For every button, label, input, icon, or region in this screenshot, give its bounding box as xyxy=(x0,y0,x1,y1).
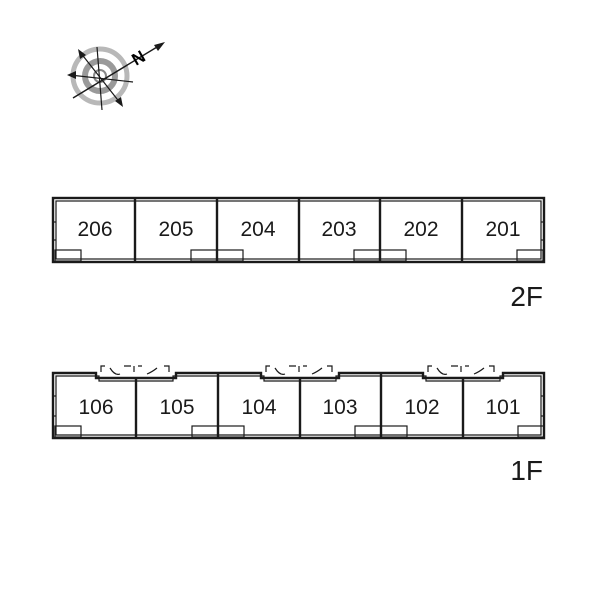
door-swing-icon xyxy=(100,365,495,375)
floor-label-1f: 1F xyxy=(510,455,543,486)
unit-label: 102 xyxy=(404,396,439,419)
unit-label: 205 xyxy=(158,218,193,241)
unit-label: 106 xyxy=(78,396,113,419)
unit-label: 203 xyxy=(321,218,356,241)
unit-label: 101 xyxy=(485,396,520,419)
unit-label: 104 xyxy=(241,396,276,419)
compass-north-label: N xyxy=(129,47,149,70)
floor-1f-plan xyxy=(51,371,546,440)
compass-icon: N xyxy=(67,42,165,111)
unit-label: 204 xyxy=(240,218,275,241)
unit-label: 105 xyxy=(159,396,194,419)
floor-2f-unit-labels: 206 205 204 203 202 201 xyxy=(77,218,520,241)
floor-1f-unit-labels: 106 105 104 103 102 101 xyxy=(78,396,520,419)
floor-2f-plan xyxy=(51,196,546,264)
unit-label: 206 xyxy=(77,218,112,241)
unit-label: 103 xyxy=(322,396,357,419)
floor-label-2f: 2F xyxy=(510,281,543,312)
unit-label: 201 xyxy=(485,218,520,241)
unit-label: 202 xyxy=(403,218,438,241)
